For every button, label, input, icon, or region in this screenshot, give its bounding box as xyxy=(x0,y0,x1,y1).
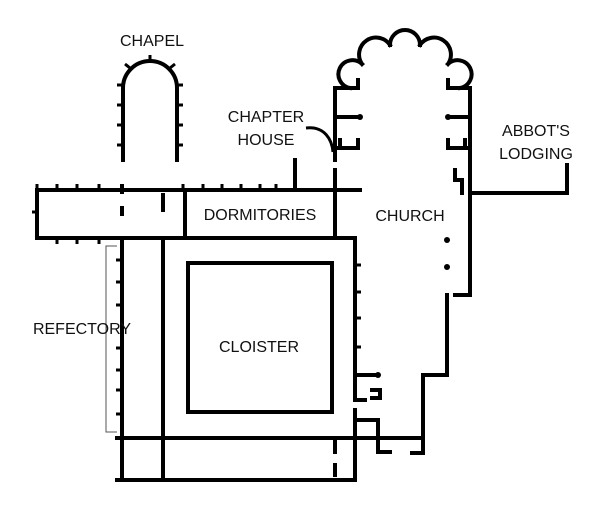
pillar xyxy=(444,264,450,270)
label-church: CHURCH xyxy=(375,208,444,225)
pillar xyxy=(444,237,450,243)
church-east-wall xyxy=(353,86,472,455)
refectory-walls xyxy=(115,236,425,482)
label-chapel: CHAPEL xyxy=(120,33,184,50)
cloister-ticks xyxy=(355,263,361,349)
label-abbots-lodging: ABBOT'S xyxy=(502,123,570,140)
pillar xyxy=(357,114,363,120)
refectory-bracket xyxy=(105,245,117,433)
pillar xyxy=(445,114,451,120)
label-dormitories: DORMITORIES xyxy=(204,207,317,224)
chapel-buttresses xyxy=(117,55,183,147)
cloister-garth xyxy=(186,261,334,414)
west-range xyxy=(35,158,362,240)
label-chapter-house: CHAPTER xyxy=(228,109,304,126)
west-range-ticks xyxy=(32,184,278,244)
refectory-ticks xyxy=(116,258,122,416)
dashed-wall xyxy=(120,184,165,216)
labels: CHAPEL CHAPTER HOUSE ABBOT'S LODGING DOR… xyxy=(33,33,573,356)
label-chapter-house: HOUSE xyxy=(238,132,295,149)
label-abbots-lodging: LODGING xyxy=(499,146,573,163)
chapel-walls xyxy=(121,59,179,162)
chapter-house-leader xyxy=(305,126,335,153)
church-apse-chapels xyxy=(336,28,474,91)
pillar xyxy=(375,372,381,378)
walls xyxy=(32,28,569,482)
label-cloister: CLOISTER xyxy=(219,339,299,356)
label-refectory: REFECTORY xyxy=(33,321,131,338)
church-details xyxy=(333,78,569,440)
